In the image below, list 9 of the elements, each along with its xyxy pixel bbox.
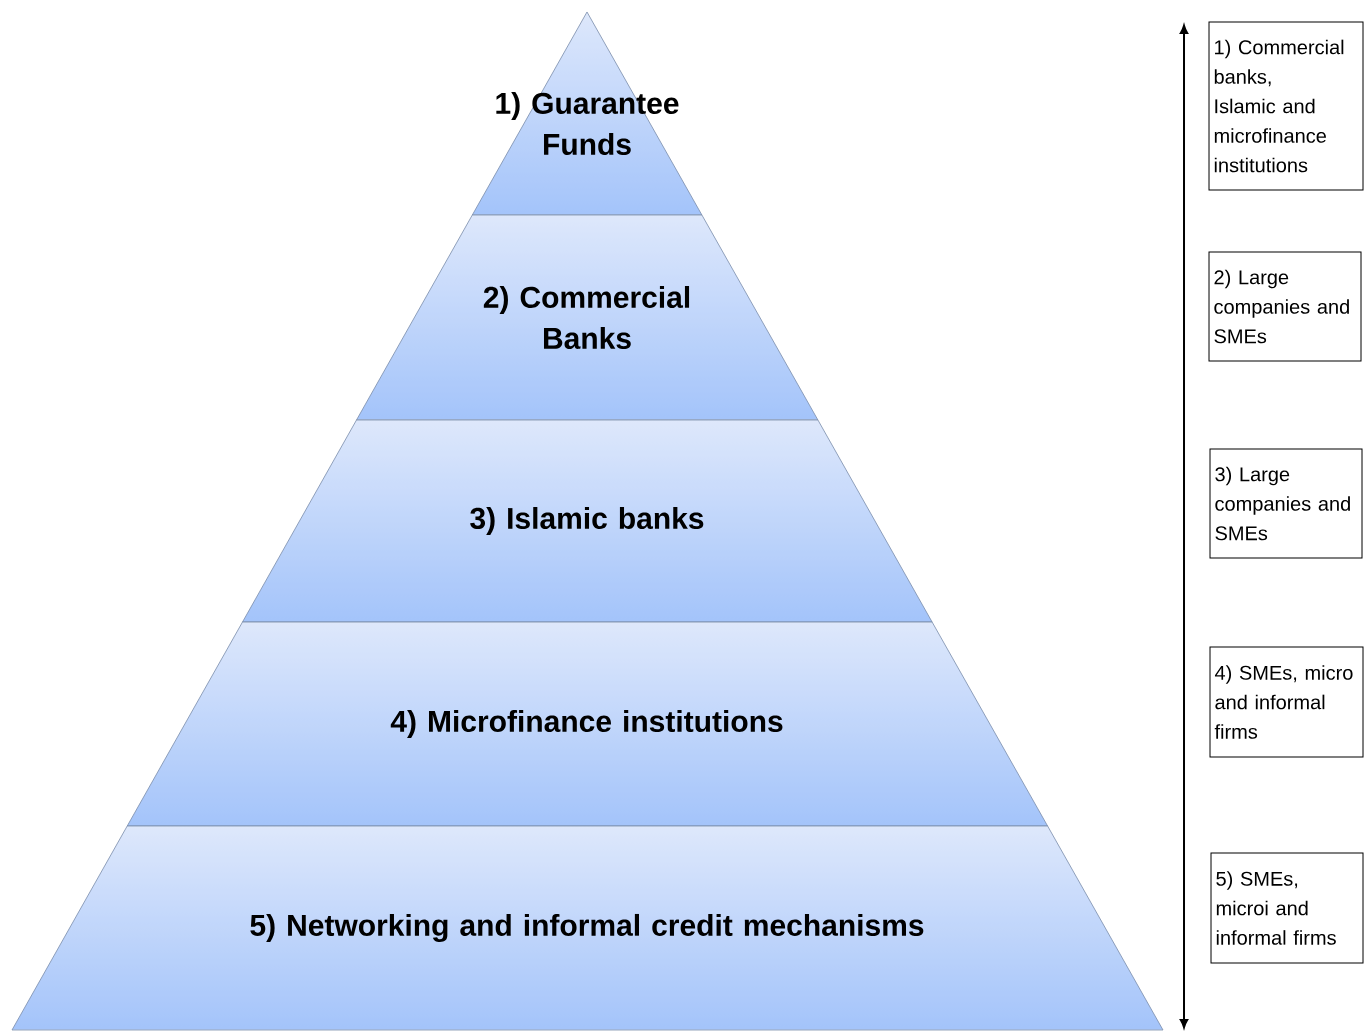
text-box: 5) SMEs, microi and informal firms [1210, 852, 1364, 964]
text-box: 2) Large companies and SMEs [1208, 251, 1362, 362]
pyramid-level: 3) Islamic banks [242, 419, 933, 623]
text-box: 4) SMEs, micro and informal firms [1209, 646, 1364, 758]
pyramid-level: 4) Microfinance institutions [126, 621, 1048, 827]
text-box: 3) Large companies and SMEs [1209, 448, 1363, 559]
text-box: 1) Commercial banks, Islamic and microfinance institutions [1208, 21, 1364, 191]
pyramid-level: 5) Networking and informal credit mechanisms [11, 825, 1164, 1031]
pyramid-level: 1) Guarantee Funds [471, 11, 703, 216]
